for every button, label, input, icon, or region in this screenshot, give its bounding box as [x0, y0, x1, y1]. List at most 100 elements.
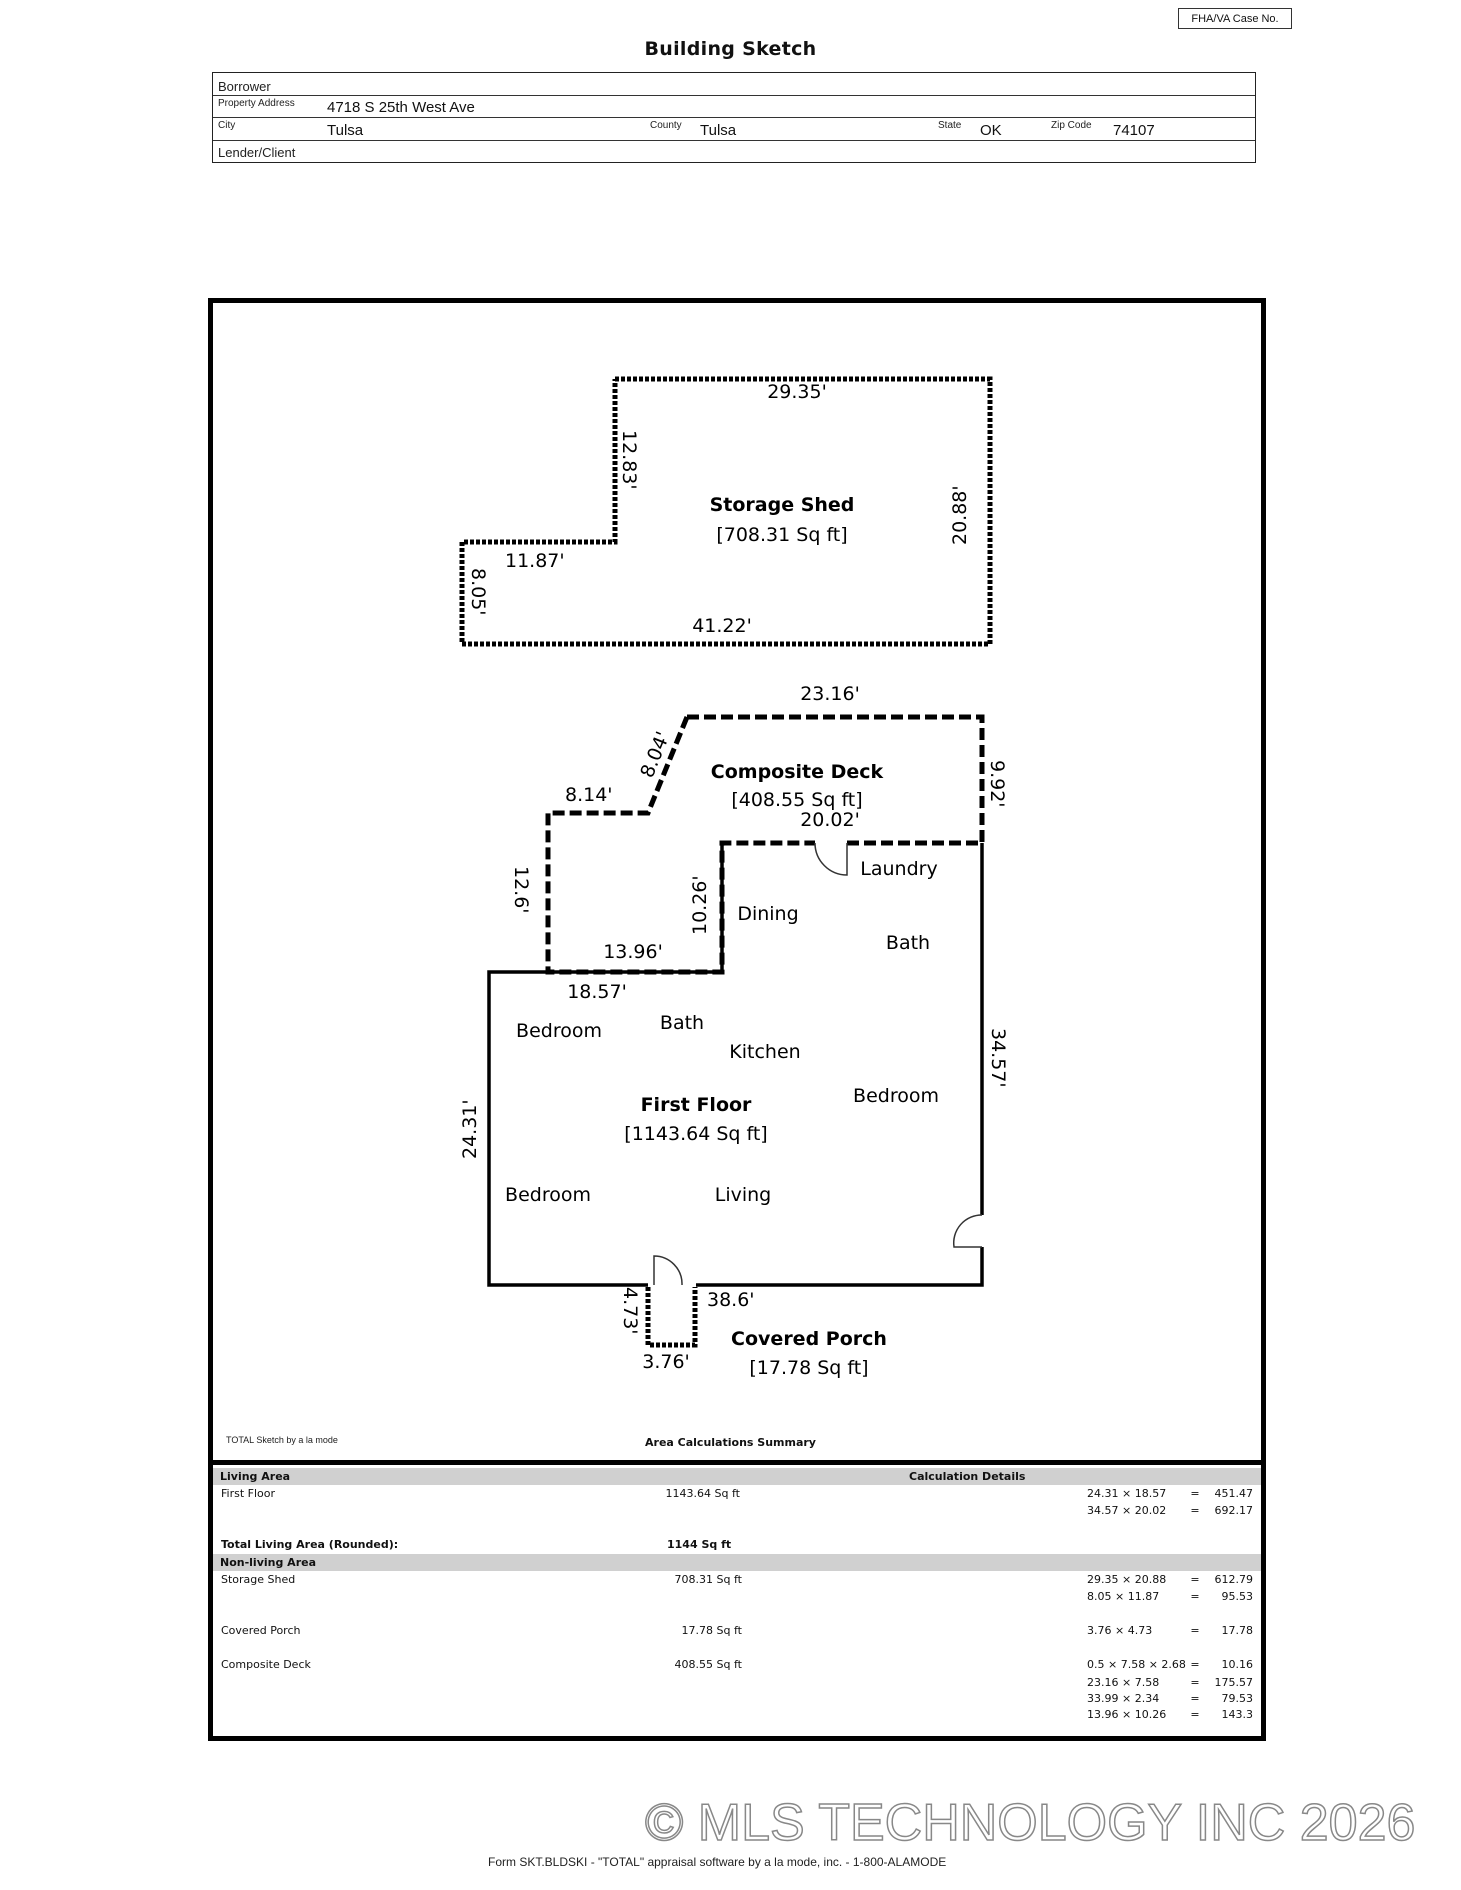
room-bath-upper: Bath: [886, 932, 930, 954]
room-dining: Dining: [737, 903, 798, 925]
shed-name: Storage Shed: [710, 494, 855, 516]
calc-result: 79.53: [1221, 1692, 1254, 1705]
property-address-value: 4718 S 25th West Ave: [327, 99, 475, 116]
fha-va-case-box: FHA/VA Case No.: [1178, 8, 1292, 29]
city-value: Tulsa: [327, 122, 364, 139]
room-kitchen: Kitchen: [729, 1041, 800, 1063]
floor-dim-bottom: 38.6': [707, 1289, 755, 1311]
calc-result: 10.16: [1221, 1658, 1254, 1671]
summary-separator: [213, 1460, 1261, 1465]
calc-expr: 8.05 × 11.87: [1087, 1590, 1160, 1603]
county-value: Tulsa: [700, 122, 737, 139]
lender-label: Lender/Client: [218, 145, 296, 160]
shed-dim-bottom: 41.22': [692, 615, 752, 637]
floor-plan-sketch: 29.35' 12.83' 20.88' 11.87' 8.05' 41.22'…: [459, 376, 1009, 1379]
total-living-label: Total Living Area (Rounded):: [221, 1538, 399, 1551]
room-living: Living: [715, 1184, 772, 1206]
shed-area: [708.31 Sq ft]: [716, 524, 847, 546]
calc-result: 17.78: [1221, 1624, 1254, 1637]
calc-expr: 29.35 × 20.88: [1087, 1573, 1167, 1586]
deck-dim-left: 12.6': [510, 866, 532, 914]
row-name: Composite Deck: [221, 1658, 311, 1671]
room-bath: Bath: [660, 1012, 704, 1034]
page-title: Building Sketch: [644, 38, 817, 60]
storage-shed-outline: [459, 376, 993, 647]
door-icons: [653, 842, 983, 1286]
shed-dim-left-lower: 8.05': [467, 568, 489, 616]
calc-result: 95.53: [1221, 1590, 1254, 1603]
row-name: Storage Shed: [221, 1573, 296, 1586]
non-living-area-header: Non-living Area: [220, 1556, 316, 1569]
calc-expr: 23.16 × 7.58: [1087, 1676, 1160, 1689]
deck-dim-bottom: 13.96': [603, 941, 663, 963]
covered-porch-outline: [645, 1287, 698, 1348]
floor-dim-top: 18.57': [567, 981, 627, 1003]
door-front-icon: [653, 1255, 683, 1286]
calc-expr: 33.99 × 2.34: [1087, 1692, 1160, 1705]
property-info-table: Borrower Property Address 4718 S 25th We…: [212, 72, 1256, 163]
calc-expr: 24.31 × 18.57: [1087, 1487, 1167, 1500]
calc-result: 143.3: [1221, 1708, 1254, 1721]
copyright-watermark: © MLS TECHNOLOGY INC 2026: [644, 1793, 1416, 1853]
county-label: County: [650, 120, 682, 131]
calc-eq: =: [1190, 1676, 1200, 1689]
door-side-icon: [952, 1214, 983, 1248]
calc-eq: =: [1190, 1692, 1200, 1705]
row-name: Covered Porch: [221, 1624, 301, 1637]
calc-expr: 34.57 × 20.02: [1087, 1504, 1167, 1517]
total-living-value: 1144 Sq ft: [667, 1538, 732, 1551]
city-label: City: [218, 120, 236, 131]
calc-eq: =: [1190, 1573, 1200, 1586]
sketch-frame: [208, 298, 1266, 1741]
borrower-row: Borrower: [213, 73, 1255, 96]
zip-label: Zip Code: [1051, 120, 1092, 131]
form-footer: Form SKT.BLDSKI - "TOTAL" appraisal soft…: [488, 1855, 947, 1869]
zip-value: 74107: [1113, 122, 1155, 139]
calc-eq: =: [1190, 1624, 1200, 1637]
property-address-row: Property Address 4718 S 25th West Ave: [213, 95, 1255, 118]
calc-eq: =: [1190, 1504, 1200, 1517]
deck-dim-step: 8.14': [565, 784, 613, 806]
calc-eq: =: [1190, 1658, 1200, 1671]
state-value: OK: [980, 122, 1002, 139]
city-row: City Tulsa County Tulsa State OK Zip Cod…: [213, 117, 1255, 141]
property-address-label: Property Address: [218, 98, 295, 109]
deck-dim-top: 23.16': [800, 683, 860, 705]
row-area: 408.55 Sq ft: [674, 1658, 742, 1671]
state-label: State: [938, 120, 962, 131]
shed-dim-left-upper: 12.83': [618, 430, 640, 490]
living-area-header: Living Area: [220, 1470, 291, 1483]
row-name: First Floor: [221, 1487, 276, 1500]
porch-dim-side: 4.73': [619, 1287, 641, 1335]
porch-dim-bottom: 3.76': [642, 1351, 690, 1373]
first-floor-outline: [487, 843, 984, 1287]
shed-dim-top: 29.35': [767, 381, 827, 403]
floor-dim-left: 24.31': [459, 1099, 481, 1159]
calc-eq: =: [1190, 1590, 1200, 1603]
room-laundry: Laundry: [860, 858, 937, 880]
porch-area: [17.78 Sq ft]: [749, 1357, 868, 1379]
borrower-label: Borrower: [218, 79, 271, 94]
row-area: 1143.64 Sq ft: [665, 1487, 740, 1500]
calc-result: 612.79: [1214, 1573, 1254, 1586]
row-area: 17.78 Sq ft: [681, 1624, 742, 1637]
room-bedroom-lower-left: Bedroom: [505, 1184, 591, 1206]
floor-area: [1143.64 Sq ft]: [624, 1123, 767, 1145]
software-note: TOTAL Sketch by a la mode: [226, 1435, 338, 1445]
shed-dim-step: 11.87': [505, 550, 565, 572]
non-living-area-band: Non-living Area: [213, 1554, 1261, 1571]
living-area-band: Living Area Calculation Details: [213, 1468, 1261, 1485]
calc-eq: =: [1190, 1708, 1200, 1721]
summary-title: Area Calculations Summary: [645, 1436, 816, 1449]
shed-dim-right: 20.88': [949, 485, 971, 545]
calc-expr: 0.5 × 7.58 × 2.68: [1087, 1658, 1186, 1671]
calc-expr: 13.96 × 10.26: [1087, 1708, 1167, 1721]
deck-name: Composite Deck: [711, 761, 884, 783]
calc-result: 692.17: [1214, 1504, 1254, 1517]
room-bedroom-upper-left: Bedroom: [516, 1020, 602, 1042]
deck-dim-right: 9.92': [986, 760, 1008, 808]
calc-expr: 3.76 × 4.73: [1087, 1624, 1153, 1637]
room-bedroom-right: Bedroom: [853, 1085, 939, 1107]
calc-result: 451.47: [1214, 1487, 1254, 1500]
calc-eq: =: [1190, 1487, 1200, 1500]
